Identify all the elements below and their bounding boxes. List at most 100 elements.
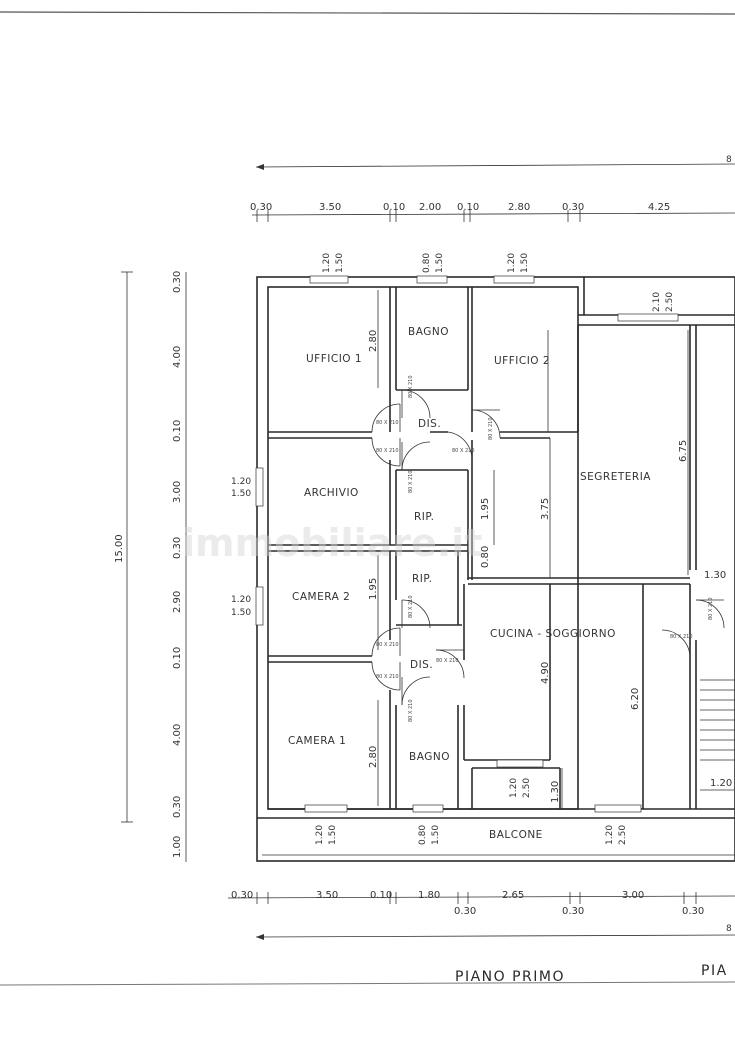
- win-arch-w: 1.20: [231, 477, 251, 487]
- left-dim-1: 4.00: [172, 346, 183, 368]
- dim-cam1-h: 2.80: [368, 746, 379, 768]
- win-sog-h: 2.50: [618, 825, 628, 845]
- dim-rip-h: 1.95: [480, 498, 491, 520]
- plan-title: PIANO PRIMO: [455, 969, 565, 985]
- room-cucina-soggiorno: CUCINA - SOGGIORNO: [490, 628, 616, 640]
- win-u2-h: 1.50: [520, 253, 530, 273]
- room-camera-1: CAMERA 1: [288, 735, 346, 747]
- room-rip-mid: RIP.: [412, 573, 432, 585]
- win-u1-h: 1.50: [335, 253, 345, 273]
- win-arch-h: 1.50: [231, 489, 251, 499]
- dim-seg-w: 1.30: [704, 570, 726, 581]
- win-u2-w: 1.20: [507, 253, 517, 273]
- win-cam2-w: 1.20: [231, 595, 251, 605]
- left-dim-2: 0.10: [172, 420, 183, 442]
- inner-dimensions: 2.80 6.75 1.30 1.95 0.80 3.75 1.95 4.90 …: [368, 290, 732, 808]
- door-label: 80 X 210: [376, 448, 399, 454]
- win-seg-h: 2.50: [665, 292, 675, 312]
- left-dim-9: 1.00: [172, 836, 183, 858]
- bottom-sub-dim-2: 0.30: [682, 906, 704, 917]
- door-label: 80 X 210: [670, 634, 693, 640]
- left-dim-4: 0.30: [172, 537, 183, 559]
- left-dimension-chain: 0.30 4.00 0.10 3.00 0.30 2.90 0.10 4.00 …: [172, 271, 187, 862]
- win-cuc-w: 1.20: [509, 778, 519, 798]
- door-label: 80 X 210: [408, 595, 414, 618]
- door-label: 80 X 210: [376, 642, 399, 648]
- dim-cam2-h: 1.95: [368, 578, 379, 600]
- door-label: 80 X 210: [376, 420, 399, 426]
- room-dis-bottom: DIS.: [410, 659, 433, 671]
- room-labels: UFFICIO 1 BAGNO UFFICIO 2 DIS. ARCHIVIO …: [288, 326, 651, 841]
- room-balcone: BALCONE: [489, 829, 543, 841]
- dim-bal-b: 1.20: [710, 778, 732, 789]
- bottom-dim-0: 0.30: [231, 890, 253, 901]
- dim-rip-w: 0.80: [480, 546, 491, 568]
- win-cam1-w: 1.20: [315, 825, 325, 845]
- win-bagno-top-h: 1.50: [435, 253, 445, 273]
- bottom-sub-dim-0: 0.30: [454, 906, 476, 917]
- dim-u1-h: 2.80: [368, 330, 379, 352]
- door-label: 80 X 210: [376, 674, 399, 680]
- win-sog-w: 1.20: [605, 825, 615, 845]
- left-dim-3: 3.00: [172, 481, 183, 503]
- top-dim-3: 2.00: [419, 202, 441, 213]
- door-label: 80 X 210: [408, 375, 414, 398]
- top-dim-1: 3.50: [319, 202, 341, 213]
- room-ufficio-1: UFFICIO 1: [306, 353, 362, 365]
- bottom-dim-5: 3.00: [622, 890, 644, 901]
- room-bagno-top: BAGNO: [408, 326, 449, 338]
- win-u1-w: 1.20: [322, 253, 332, 273]
- top-dimension-chain: 0.30 3.50 0.10 2.00 0.10 2.80 0.30 4.25: [250, 202, 735, 222]
- dim-cuc-h: 4.90: [540, 662, 551, 684]
- door-label: 80 X 210: [488, 417, 494, 440]
- win-cuc-h: 2.50: [522, 778, 532, 798]
- top-dim-5: 2.80: [508, 202, 530, 213]
- watermark-text: immobiliare.it: [182, 521, 482, 565]
- total-height-dimension: 15.00: [114, 271, 133, 823]
- doors: [371, 389, 725, 706]
- total-height: 15.00: [114, 534, 125, 563]
- room-camera-2: CAMERA 2: [292, 591, 350, 603]
- dim-bal-a: 1.30: [550, 781, 561, 803]
- door-labels: 80 X 210 80 X 210 80 X 210 80 X 210 80 X…: [376, 375, 714, 722]
- dim-rip-b: 3.75: [540, 498, 551, 520]
- door-label: 80 X 210: [708, 597, 714, 620]
- bottom-sub-dim-1: 0.30: [562, 906, 584, 917]
- plan-title-right: PIA: [701, 963, 728, 979]
- svg-text:8: 8: [726, 155, 732, 165]
- left-dim-8: 0.30: [172, 796, 183, 818]
- room-bagno-bottom: BAGNO: [409, 751, 450, 763]
- bottom-dim-1: 3.50: [316, 890, 338, 901]
- bottom-dimension-chain: 0.30 3.50 0.10 1.80 2.65 3.00 0.30 0.30 …: [227, 890, 735, 917]
- bottom-dim-3: 1.80: [418, 890, 440, 901]
- top-dim-7: 4.25: [648, 202, 670, 213]
- dim-seg-h: 6.75: [678, 440, 689, 462]
- left-dim-0: 0.30: [172, 271, 183, 293]
- win-bagno-bot-w: 0.80: [418, 825, 428, 845]
- window-labels: 1.20 1.50 0.80 1.50 1.20 1.50 2.10 2.50 …: [231, 253, 675, 845]
- door-label: 80 X 210: [436, 658, 459, 664]
- room-rip-top: RIP.: [414, 511, 434, 523]
- overall-top-dimension: 8: [255, 155, 735, 170]
- svg-text:8: 8: [726, 924, 732, 934]
- left-dim-6: 0.10: [172, 647, 183, 669]
- top-dim-2: 0.10: [383, 202, 405, 213]
- bottom-dim-2: 0.10: [370, 890, 392, 901]
- door-label: 80 X 210: [452, 448, 475, 454]
- room-dis-top: DIS.: [418, 418, 441, 430]
- windows: [255, 275, 679, 813]
- win-seg-w: 2.10: [652, 292, 662, 312]
- win-cam1-h: 1.50: [328, 825, 338, 845]
- left-dim-7: 4.00: [172, 724, 183, 746]
- top-dim-0: 0.30: [250, 202, 272, 213]
- win-cam2-h: 1.50: [231, 608, 251, 618]
- win-bagno-top-w: 0.80: [422, 253, 432, 273]
- door-label: 80 X 210: [408, 470, 414, 493]
- top-dim-4: 0.10: [457, 202, 479, 213]
- win-bagno-bot-h: 1.50: [431, 825, 441, 845]
- top-dim-6: 0.30: [562, 202, 584, 213]
- left-dim-5: 2.90: [172, 591, 183, 613]
- room-archivio: ARCHIVIO: [304, 487, 359, 499]
- bottom-dim-4: 2.65: [502, 890, 524, 901]
